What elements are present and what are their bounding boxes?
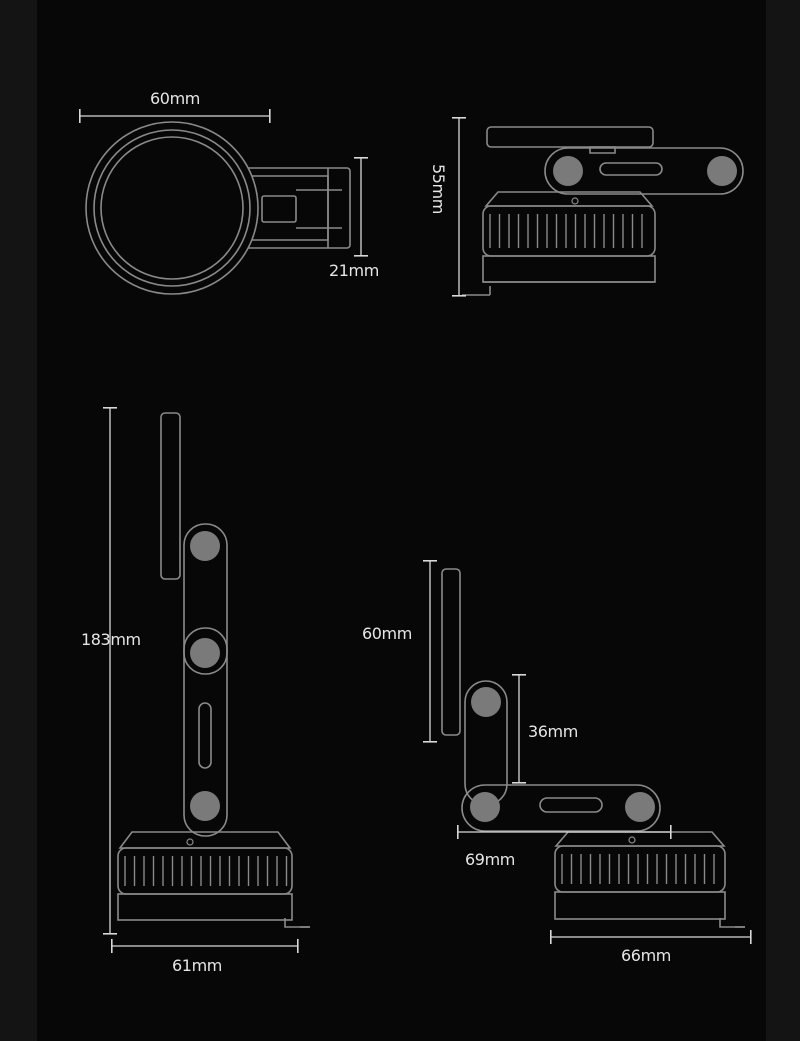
tall-view-mount xyxy=(117,412,310,928)
label-arm-width: 21mm xyxy=(329,261,379,280)
angled-view-mount xyxy=(441,568,745,928)
label-top-width: 60mm xyxy=(150,89,200,108)
top-view-mount xyxy=(85,121,351,295)
tall-view-ribs xyxy=(124,856,288,886)
angled-view-ribs xyxy=(561,854,715,884)
label-angled-base: 66mm xyxy=(621,946,671,965)
label-tall-height: 183mm xyxy=(81,630,141,649)
side-view-joint-left xyxy=(553,156,583,186)
tall-view-joint-top xyxy=(190,531,220,561)
label-folded-height: 55mm xyxy=(429,164,448,214)
label-angled-arm-length: 69mm xyxy=(465,850,515,869)
angled-view-joint-top xyxy=(471,687,501,717)
side-view-ribs xyxy=(489,214,643,248)
angled-view-joint-right xyxy=(625,792,655,822)
side-view-screw xyxy=(571,197,579,205)
label-angled-arm-height: 36mm xyxy=(528,722,578,741)
side-view-joint-right xyxy=(707,156,737,186)
tall-view-joint-middle xyxy=(190,638,220,668)
tall-view-joint-bottom xyxy=(190,791,220,821)
angled-view-joint-left xyxy=(470,792,500,822)
label-tall-base: 61mm xyxy=(172,956,222,975)
side-view-folded-mount xyxy=(462,126,744,296)
angled-view-screw xyxy=(628,836,636,844)
label-angled-plate: 60mm xyxy=(362,624,412,643)
tall-view-screw xyxy=(186,838,194,846)
